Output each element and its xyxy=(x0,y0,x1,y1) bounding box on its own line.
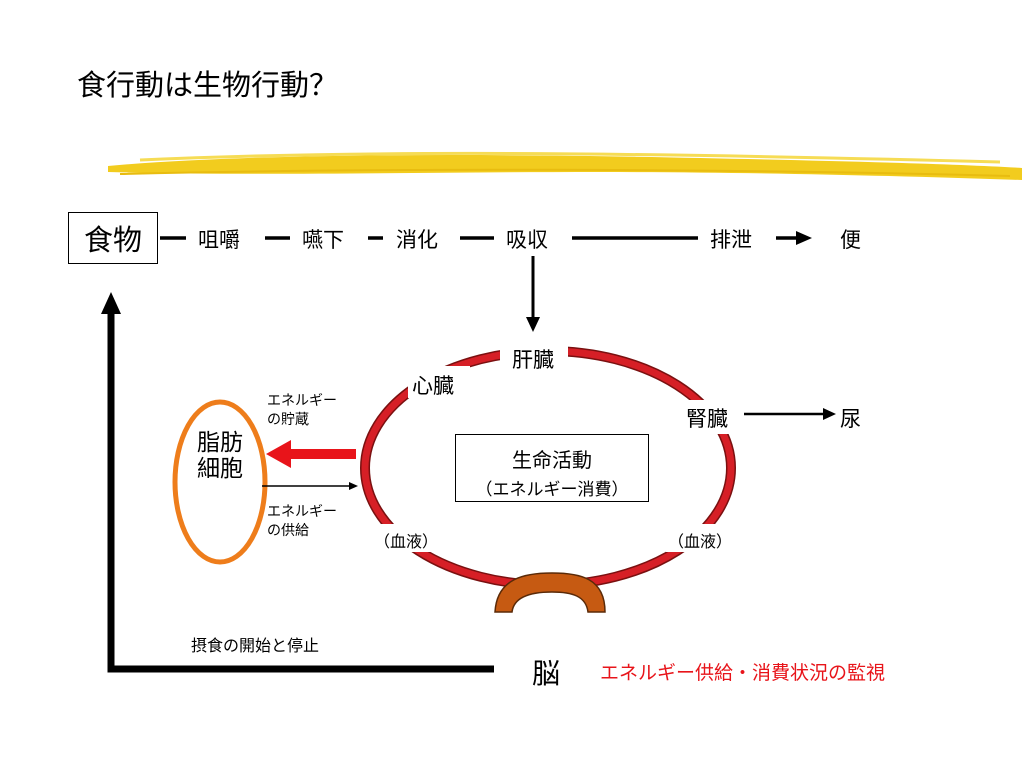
energy-storage-label: エネルギー の貯蔵 xyxy=(267,393,337,428)
fat-cell-ring xyxy=(172,399,268,565)
fat-cell-label: 脂肪細胞 xyxy=(197,430,243,482)
energy-storage-arrowhead xyxy=(266,440,291,468)
absorption-arrowhead xyxy=(526,317,540,332)
brain-arch xyxy=(494,572,606,613)
flow-step-chewing: 咀嚼 xyxy=(198,228,240,252)
monitoring-label: エネルギー供給・消費状況の監視 xyxy=(600,662,886,684)
energy-storage-arrow xyxy=(290,449,356,459)
liver-label: 肝臓 xyxy=(512,348,554,372)
feeding-control-arrowhead xyxy=(101,292,121,314)
feeding-control-line xyxy=(107,310,494,673)
page-title: 食行動は生物行動？ xyxy=(77,68,339,102)
life-activity-title: 生命活動 xyxy=(512,448,592,472)
heart-label: 心臓 xyxy=(412,374,454,398)
life-activity-box: 生命活動 （エネルギー消費） xyxy=(455,434,649,502)
feeding-control-label: 摂食の開始と停止 xyxy=(191,636,320,655)
flow-step-swallowing: 嚥下 xyxy=(302,228,344,252)
arrow-to-feces xyxy=(796,231,812,245)
blood-label-right: （血液） xyxy=(668,532,733,551)
energy-supply-arrowhead xyxy=(349,482,358,490)
flow-step-digestion: 消化 xyxy=(396,228,438,252)
highlight-stroke xyxy=(108,151,1022,180)
blood-label-left: （血液） xyxy=(374,532,439,551)
flow-step-absorption: 吸収 xyxy=(506,228,548,252)
flow-step-feces: 便 xyxy=(840,228,861,252)
urine-arrowhead xyxy=(823,408,836,420)
food-label: 食物 xyxy=(83,223,142,257)
energy-supply-label: エネルギー の供給 xyxy=(267,504,337,539)
flow-step-excretion: 排泄 xyxy=(710,228,752,252)
urine-label: 尿 xyxy=(840,407,861,431)
food-box: 食物 xyxy=(68,212,158,264)
life-activity-subtitle: （エネルギー消費） xyxy=(475,480,629,500)
kidney-label: 腎臓 xyxy=(686,407,728,431)
ring-gaps xyxy=(372,342,747,552)
brain-label: 脳 xyxy=(532,657,561,690)
